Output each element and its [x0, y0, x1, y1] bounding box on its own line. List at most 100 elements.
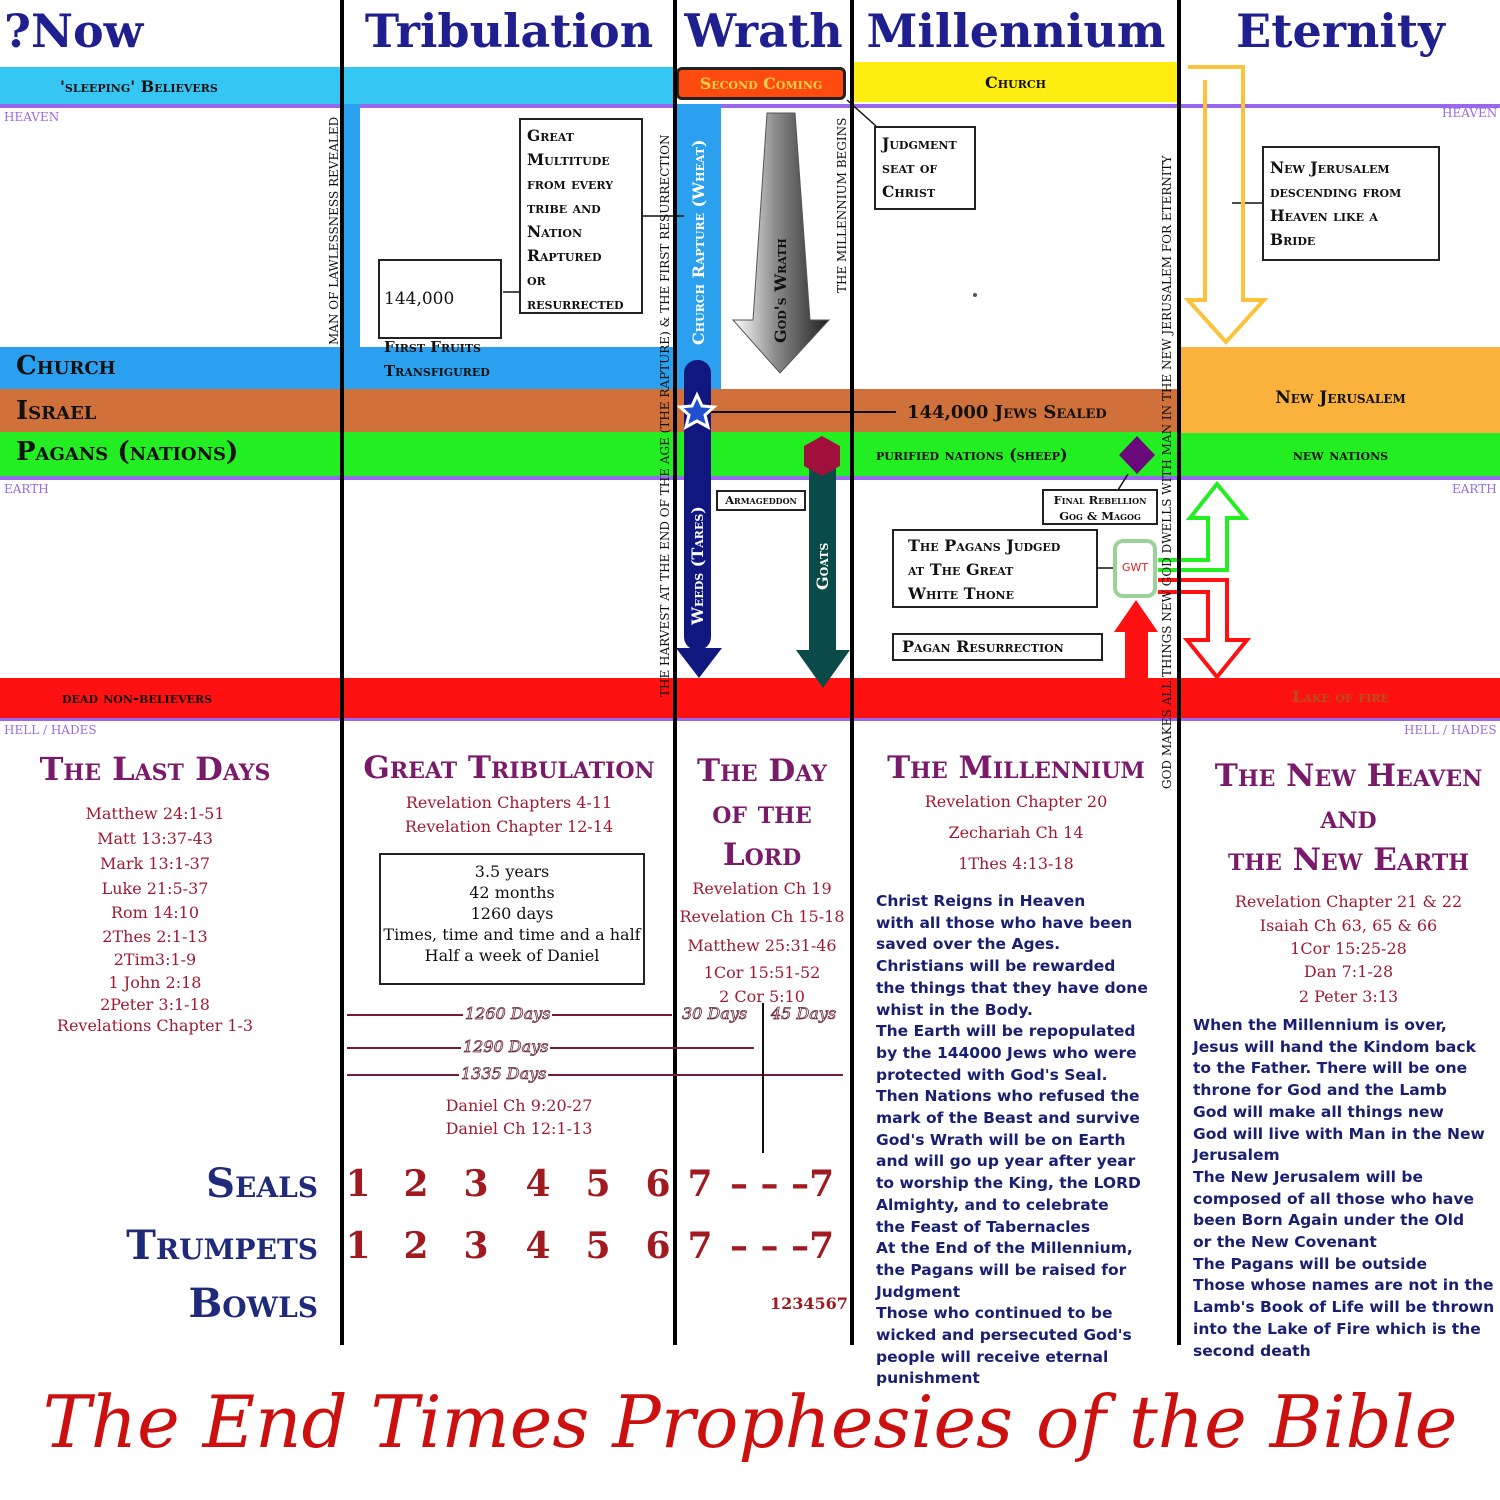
bowls-label: Bowls — [188, 1280, 318, 1327]
gods-wrath-arrow — [731, 112, 831, 374]
ref: Revelations Chapter 1-3 — [56, 1016, 254, 1035]
duration-line: 42 months — [469, 883, 555, 902]
description-line: the Feast of Tabernacles — [876, 1217, 1091, 1236]
ref: Matthew 24:1-51 — [85, 804, 225, 823]
church-right-column — [675, 104, 721, 389]
description-line: Jesus will hand the Kindom back — [1193, 1037, 1476, 1056]
description-line: Those whose names are not in the — [1193, 1276, 1494, 1295]
description-line: wicked and persecuted God's — [876, 1326, 1132, 1345]
man-of-lawlessness-text: MAN OF LAWLESSNESS REVEALED — [327, 116, 341, 345]
description-line: mark of the Beast and survive — [876, 1109, 1140, 1128]
duration-line: Times, time and time and a half — [383, 925, 641, 944]
pagans-band — [0, 432, 1500, 476]
rapture-star — [676, 391, 718, 430]
heaven-label-right: HEAVEN — [1442, 106, 1498, 120]
row-number: 7 — [687, 1225, 713, 1267]
weeds-text: Weeds (Tares) — [688, 506, 707, 625]
divider-millennium-eternity — [1177, 0, 1181, 1345]
divider-wrath-millennium — [850, 0, 854, 1345]
description-line: to the Father. There will be one — [1193, 1059, 1468, 1078]
duration-line: 3.5 years — [474, 862, 550, 881]
new-jerusalem-band — [1181, 347, 1500, 433]
description-line: Almighty, and to celebrate — [876, 1195, 1109, 1214]
description-line: God will make all things new — [1193, 1102, 1444, 1121]
row-number: 4 — [525, 1225, 551, 1267]
description-line: At the End of the Millennium, — [876, 1239, 1133, 1258]
last-days-title: The Last Days — [39, 750, 271, 788]
millennium-title: The Millennium — [887, 750, 1145, 786]
ref: 2Tim3:1-9 — [113, 950, 197, 969]
millennium-refs: Revelation Chapter 20 Zechariah Ch 14 1T… — [855, 790, 1177, 883]
weeds-arrow-head — [676, 648, 722, 678]
row-number: – – –7 — [730, 1163, 835, 1205]
ref: Revelation Ch 19 — [692, 879, 832, 898]
description-line: Then Nations who refused the — [876, 1087, 1140, 1106]
green-arrow — [1158, 480, 1250, 572]
row-number: 2 — [403, 1163, 429, 1205]
description-line: second death — [1193, 1341, 1311, 1360]
ref: Matt 13:37-43 — [97, 829, 213, 848]
description-line: by the 144000 Jews who were — [876, 1043, 1137, 1062]
description-line: God will live with Man in the New — [1193, 1124, 1485, 1143]
hell-label-right: HELL / HADES — [1404, 723, 1497, 737]
ref: Rom 14:10 — [110, 903, 200, 922]
tribulation-duration-box: 3.5 years 42 months 1260 days Times, tim… — [379, 853, 645, 985]
row-number: 5 — [585, 1225, 611, 1267]
ref: Mark 13:1-37 — [99, 854, 211, 873]
ref: 2Thes 2:1-13 — [102, 927, 208, 946]
second-coming-label: Second Coming — [699, 74, 823, 93]
ref: Matthew 25:31-46 — [687, 936, 837, 955]
row-number: 6 — [645, 1225, 671, 1267]
second-coming-box — [676, 67, 846, 100]
ref: 1 John 2:18 — [108, 973, 202, 992]
ref: Daniel Ch 9:20-27 — [445, 1096, 593, 1115]
description-line: Christians will be rewarded — [876, 957, 1116, 976]
description-line: saved over the Ages. — [876, 935, 1061, 954]
israel-label: Israel — [16, 396, 97, 426]
line-1290-days — [347, 1047, 754, 1049]
ref: 2 Peter 3:13 — [1298, 987, 1399, 1006]
header-tribulation: Tribulation — [364, 4, 654, 58]
new-heaven-refs: Revelation Chapter 21 & 22 Isaiah Ch 63,… — [1181, 890, 1500, 1010]
goats-arrow-shaft — [809, 465, 836, 651]
ref: Revelation Chapters 4-11 — [405, 793, 613, 812]
label-45-days: 45 Days — [771, 1004, 837, 1024]
row-number: 3 — [463, 1163, 489, 1205]
goats-arrow-head — [796, 650, 850, 688]
pagan-resurrection-arrow-shaft — [1125, 630, 1148, 680]
description-line: people will receive eternal — [876, 1347, 1109, 1366]
church-top-band — [853, 62, 1178, 102]
header-eternity: Eternity — [1236, 4, 1445, 58]
description-line: God's Wrath will be on Earth — [876, 1130, 1126, 1149]
description-line: the things that they have done — [876, 978, 1148, 997]
description-line: Those who continued to be — [876, 1304, 1113, 1323]
great-tribulation-title: Great Tribulation — [363, 750, 655, 786]
description-line: Christ Reigns in Heaven — [876, 892, 1086, 910]
sleeping-believers-label: 'sleeping' Believers — [60, 77, 218, 96]
purified-nations-label: purified nations (sheep) — [876, 445, 1068, 464]
jews-sealed-pointer — [700, 411, 896, 413]
row-number: 3 — [463, 1225, 489, 1267]
harvest-text: THE HARVEST AT THE END OF THE AGE (THE R… — [658, 134, 672, 697]
label-1260-days: 1260 Days — [463, 1004, 553, 1023]
ref: 1Cor 15:25-28 — [1290, 939, 1407, 958]
daniel-refs: Daniel Ch 9:20-27 Daniel Ch 12:1-13 — [345, 1094, 693, 1140]
church-band — [0, 347, 721, 390]
earth-label-left: EARTH — [4, 482, 49, 496]
row-number: 7 — [687, 1163, 713, 1205]
final-rebellion-diamond — [1119, 436, 1155, 474]
earth-line — [0, 476, 1500, 480]
pagan-resurrection-box: Pagan Resurrection — [892, 633, 1103, 661]
millennium-begins-text: THE MILLENNIUM BEGINS — [835, 117, 849, 293]
ref: Revelation Chapter 21 & 22 — [1234, 892, 1463, 911]
divider-tribulation-wrath — [673, 0, 677, 1345]
header-now: ?Now — [4, 4, 144, 58]
great-multitude-box: Great Multitude from every tribe and Nat… — [519, 118, 643, 314]
gwt-label: GWT — [1121, 561, 1149, 574]
final-rebellion-box: Final Rebellion Gog & Magog — [1042, 489, 1158, 525]
header-millennium: Millennium — [866, 4, 1166, 58]
ref: Dan 7:1-28 — [1303, 962, 1394, 981]
judgment-seat-box: Judgment seat of Christ — [874, 126, 976, 210]
description-line: been Born Again under the Old — [1193, 1211, 1465, 1230]
